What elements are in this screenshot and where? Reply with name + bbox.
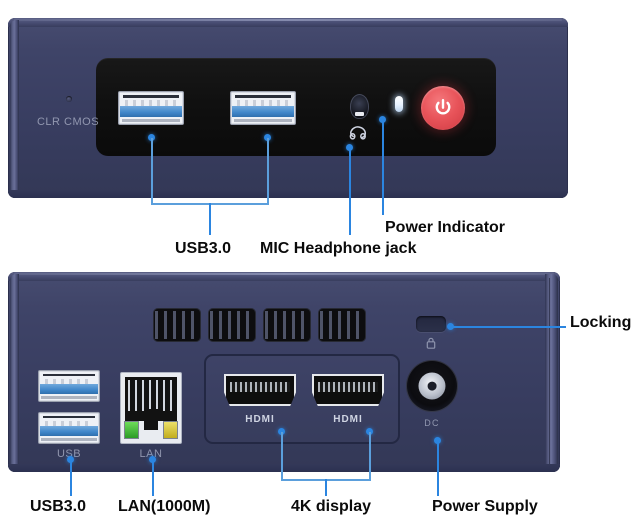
hdmi-contacts [318,382,378,392]
usb-top-lip [42,416,96,419]
callout-dot-rear-locking [447,323,454,330]
front-lid-highlight [14,19,562,21]
callout-line-rear-usb [70,460,72,496]
rear-dc-power-jack[interactable] [406,360,458,412]
jack-slot [354,112,365,116]
usb-bottom-lip [41,438,97,442]
front-usb3-port-right[interactable] [230,91,296,125]
hdmi-shell [224,374,296,406]
callout-line-front-audio [349,148,351,235]
power-button[interactable] [421,86,465,130]
dc-center-pin [427,381,437,391]
vent-grille-1 [153,308,201,342]
usb-bottom-lip [121,118,181,123]
lan-clip [143,409,159,431]
rear-lan-silkscreen: LAN [139,448,163,460]
lan-activity-led [162,421,178,439]
callout-label-rear-locking: Locking [570,314,632,331]
usb-top-lip [234,95,292,98]
clr-cmos-label: CLR CMOS [36,116,100,128]
hdmi-right-silkscreen: HDMI [333,414,363,425]
headphone-icon [348,124,372,142]
power-symbol-icon [435,99,451,115]
callout-label-rear-power: Power Supply [432,498,538,515]
hdmi-shell [312,374,384,406]
usb-contacts [45,378,93,387]
usb-contacts [45,420,93,429]
callout-stem-front-usb [209,203,211,235]
rear-usb3-port-bottom[interactable] [38,412,100,444]
callout-label-rear-lan: LAN(1000M) [118,498,211,515]
callout-dot-rear-dc [434,437,441,444]
callout-line-rear-dc [437,441,439,496]
vent-grille-2 [208,308,256,342]
callout-dot-rear-hdmi-right [366,428,373,435]
rear-hdmi-port-right[interactable] [312,374,384,406]
front-foot [8,190,568,198]
callout-dot-front-usb-right [264,134,271,141]
rear-usb-silkscreen: USB [56,448,82,460]
usb-blue-tongue [40,426,98,437]
vent-grille-3 [263,308,311,342]
vent-grille-4 [318,308,366,342]
front-power-indicator-led [395,96,403,112]
callout-line-rear-hdmi-left [281,432,283,480]
callout-label-rear-display: 4K display [291,498,372,515]
lan-contacts [128,380,174,411]
rear-dc-silkscreen: DC [424,418,440,428]
rear-usb3-port-top[interactable] [38,370,100,402]
usb-blue-tongue [40,384,98,395]
usb-blue-tongue [232,106,294,117]
callout-label-front-power: Power Indicator [385,219,506,236]
clr-cmos-pinhole[interactable] [66,96,72,102]
callout-line-front-usb-left [151,138,153,204]
callout-line-front-power [382,120,384,215]
rear-left-edge [10,274,19,470]
callout-dot-rear-hdmi-left [278,428,285,435]
hdmi-contacts [230,382,290,392]
callout-line-rear-hdmi-right [369,432,371,480]
lan-link-led [124,421,140,439]
callout-dot-rear-lan [149,456,156,463]
callout-label-front-audio: MIC Headphone jack [260,240,417,257]
callout-dot-front-usb-left [148,134,155,141]
usb-blue-tongue [120,106,182,117]
usb-contacts [237,100,289,109]
rear-lid [8,272,560,281]
callout-line-rear-lan [152,460,154,496]
usb-top-lip [42,374,96,377]
callout-label-rear-usb: USB3.0 [30,498,87,515]
front-io-inset [96,58,496,156]
rear-foot [8,464,560,472]
usb-top-lip [122,95,180,98]
front-chassis: CLR CMOS [8,18,568,198]
usb-contacts [125,100,177,109]
usb-bottom-lip [41,396,97,400]
front-lid [8,18,568,27]
rear-right-edge [545,274,558,470]
usb-bottom-lip [233,118,293,123]
rear-right-seam [549,278,550,466]
callout-dot-front-audio [346,144,353,151]
callout-line-rear-locking [452,326,566,328]
callout-line-front-usb-right [267,138,269,204]
front-audio-jack[interactable] [350,94,369,119]
hdmi-group-outline [204,354,400,444]
front-left-edge [10,20,19,196]
rear-kensington-lock-slot[interactable] [416,316,446,332]
hdmi-left-silkscreen: HDMI [245,414,275,425]
callout-dot-rear-usb [67,456,74,463]
lock-icon [423,336,439,350]
rear-chassis: USB LAN HDMI HDMI [8,272,560,472]
rear-lan-port[interactable] [120,372,182,444]
callout-dot-front-power [379,116,386,123]
rear-lid-highlight [14,273,554,275]
callout-label-front-usb: USB3.0 [175,240,232,257]
callout-stem-rear-hdmi [325,479,327,496]
front-usb3-port-left[interactable] [118,91,184,125]
rear-hdmi-port-left[interactable] [224,374,296,406]
